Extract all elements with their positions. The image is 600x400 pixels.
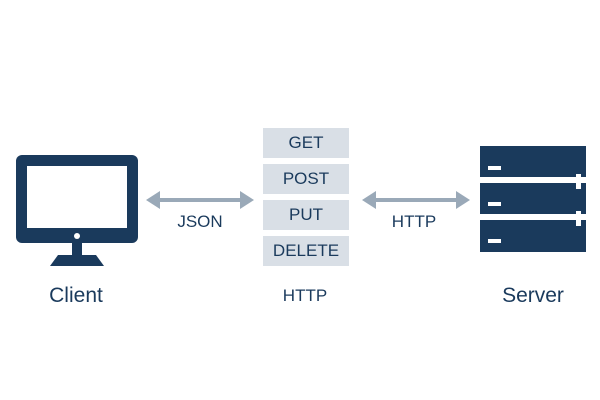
method-put: PUT [263,200,349,230]
monitor-icon [16,155,138,266]
server-rack-icon [480,146,586,252]
http-label: HTTP [391,212,437,231]
server-label: Server [502,284,564,307]
client-label: Client [49,284,103,307]
method-delete: DELETE [263,236,349,266]
http-methods-stack: GET POST PUT DELETE [263,128,349,272]
method-get: GET [263,128,349,158]
json-label: JSON [177,212,223,231]
methods-caption: HTTP [282,286,328,305]
double-arrow-icon [362,191,470,209]
double-arrow-icon [146,191,254,209]
method-post: POST [263,164,349,194]
